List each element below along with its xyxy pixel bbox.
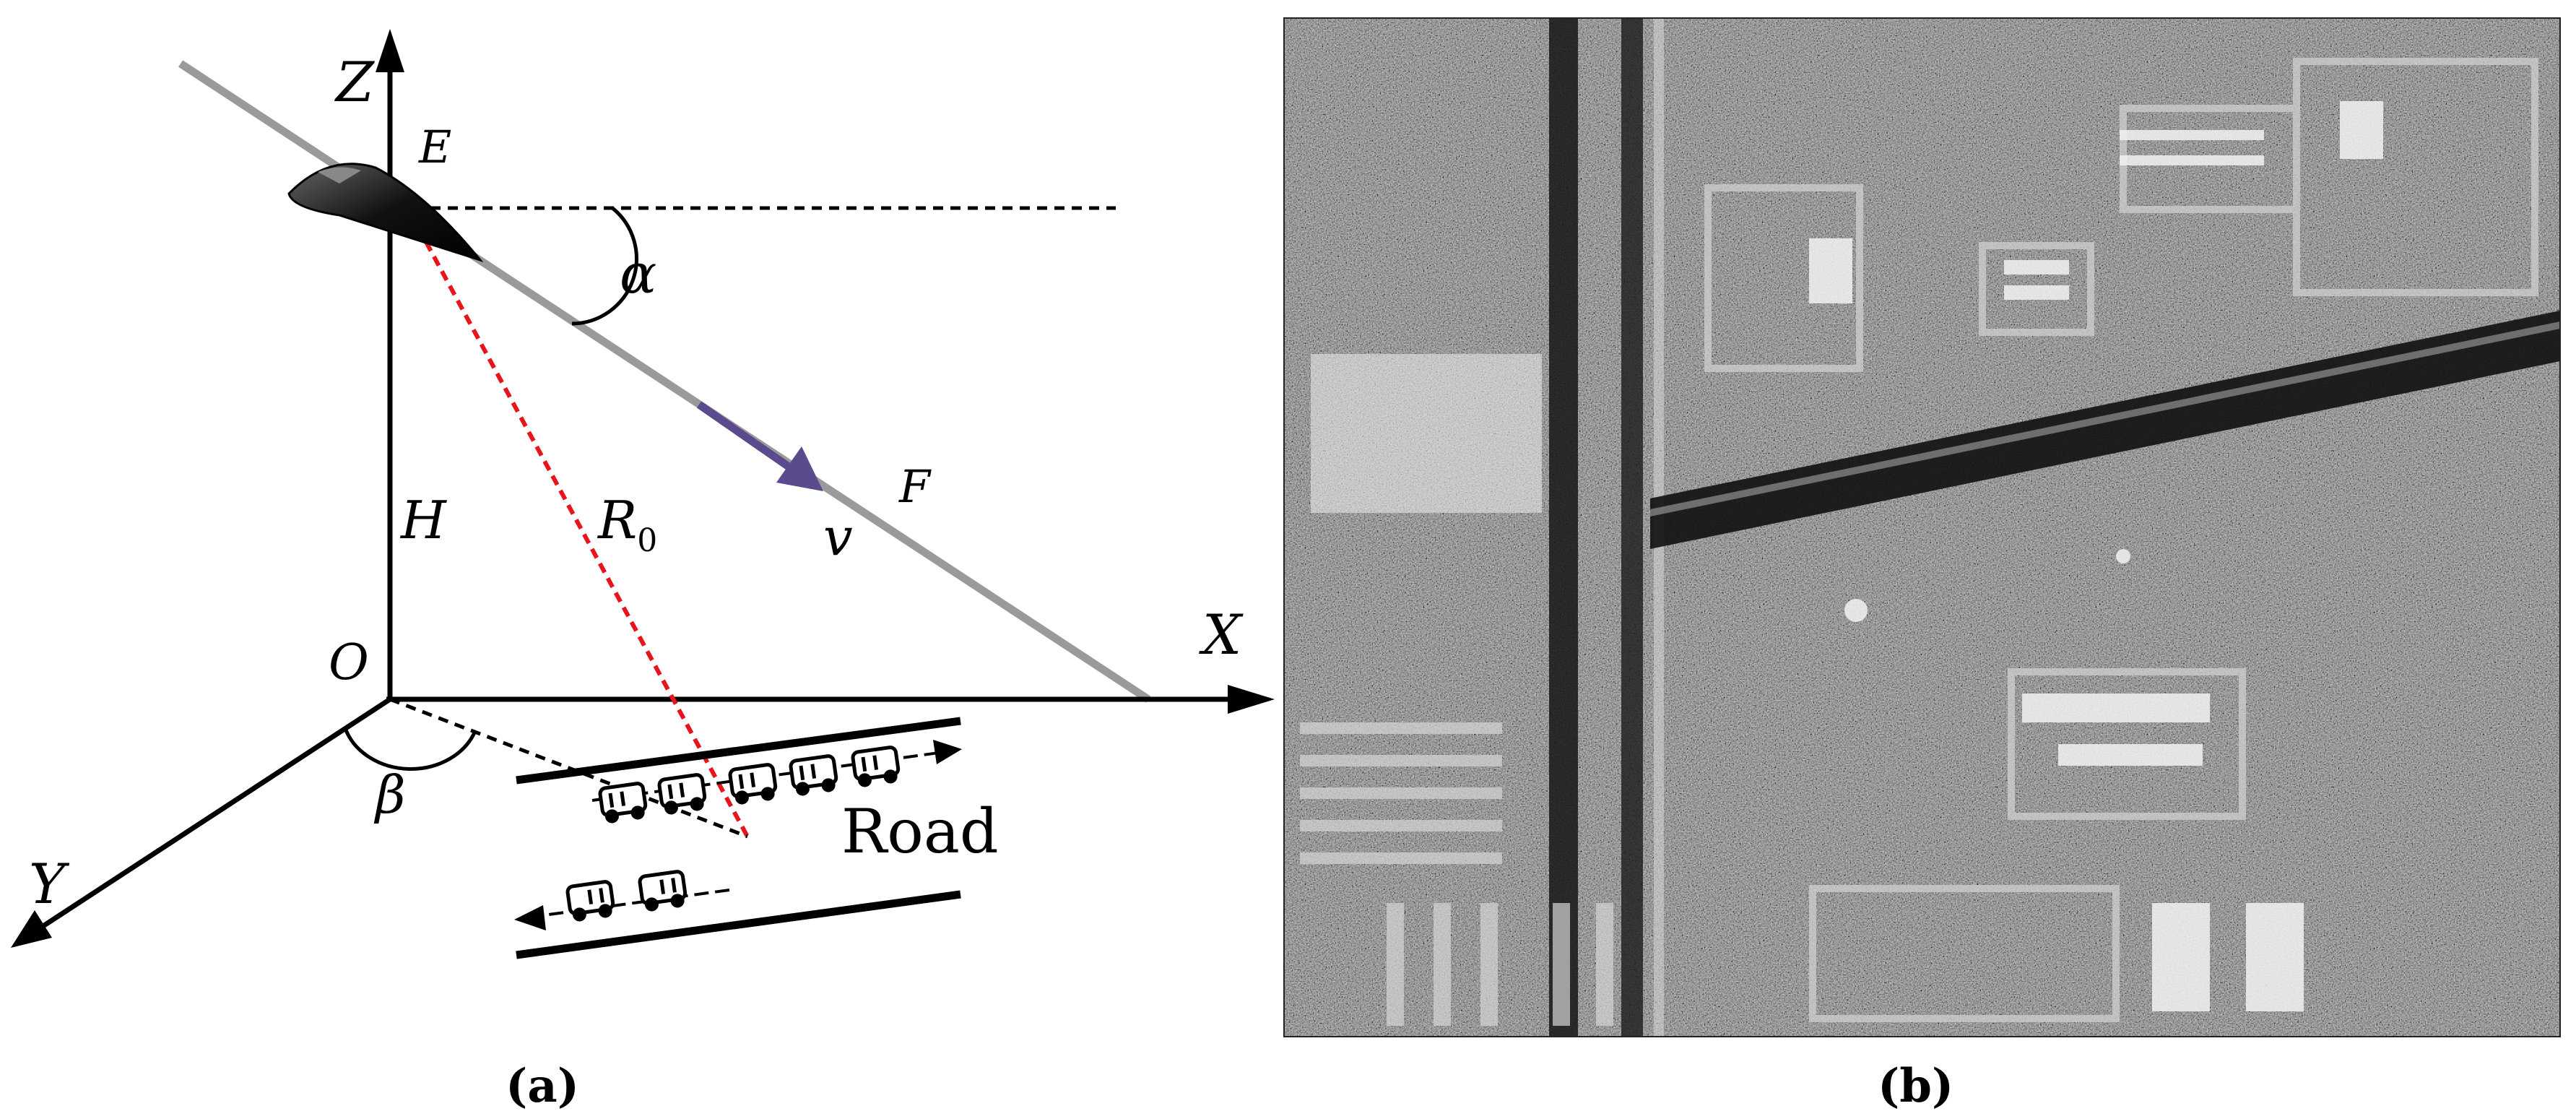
z-axis-arrowhead	[376, 29, 404, 72]
velocity-label: v	[823, 506, 853, 567]
beta-label: β	[373, 764, 406, 825]
panel-b-caption: (b)	[1878, 1059, 1953, 1113]
alpha-arc	[571, 207, 638, 326]
road-label: Road	[841, 796, 999, 867]
road-edge-lower	[516, 890, 961, 959]
vehicles-lower-lane	[565, 870, 688, 922]
origin-label: O	[329, 634, 369, 691]
z-axis-label: Z	[334, 50, 375, 114]
y-axis-arrowhead	[11, 910, 52, 948]
panel-a-diagram: Z X Y O E F H R0 v α β Road (a)	[11, 29, 1275, 1113]
lane-arrow-right-head	[933, 740, 962, 764]
flight-path-line	[178, 60, 1151, 703]
point-f-label: F	[898, 460, 932, 513]
beta-arc	[343, 727, 477, 771]
velocity-arrowhead	[776, 446, 823, 491]
alpha-label: α	[620, 241, 656, 306]
x-axis-arrowhead	[1228, 685, 1275, 714]
height-label: H	[399, 490, 447, 550]
y-axis	[38, 697, 391, 930]
y-axis-label: Y	[29, 852, 70, 916]
point-e-label: E	[418, 121, 451, 173]
sar-image	[1284, 18, 2560, 1037]
x-axis-label: X	[1199, 602, 1244, 667]
range-line	[424, 241, 750, 838]
velocity-arrow	[696, 401, 801, 477]
ground-projection-line	[389, 697, 748, 839]
panel-a-caption: (a)	[506, 1059, 579, 1113]
aircraft-icon	[287, 163, 484, 262]
range-label: R0	[597, 490, 657, 559]
vehicles-upper-lane	[598, 746, 901, 824]
road-edge-upper	[516, 717, 961, 785]
sar-image-frame	[1283, 17, 2561, 1037]
lane-arrow-left-head	[514, 905, 546, 930]
